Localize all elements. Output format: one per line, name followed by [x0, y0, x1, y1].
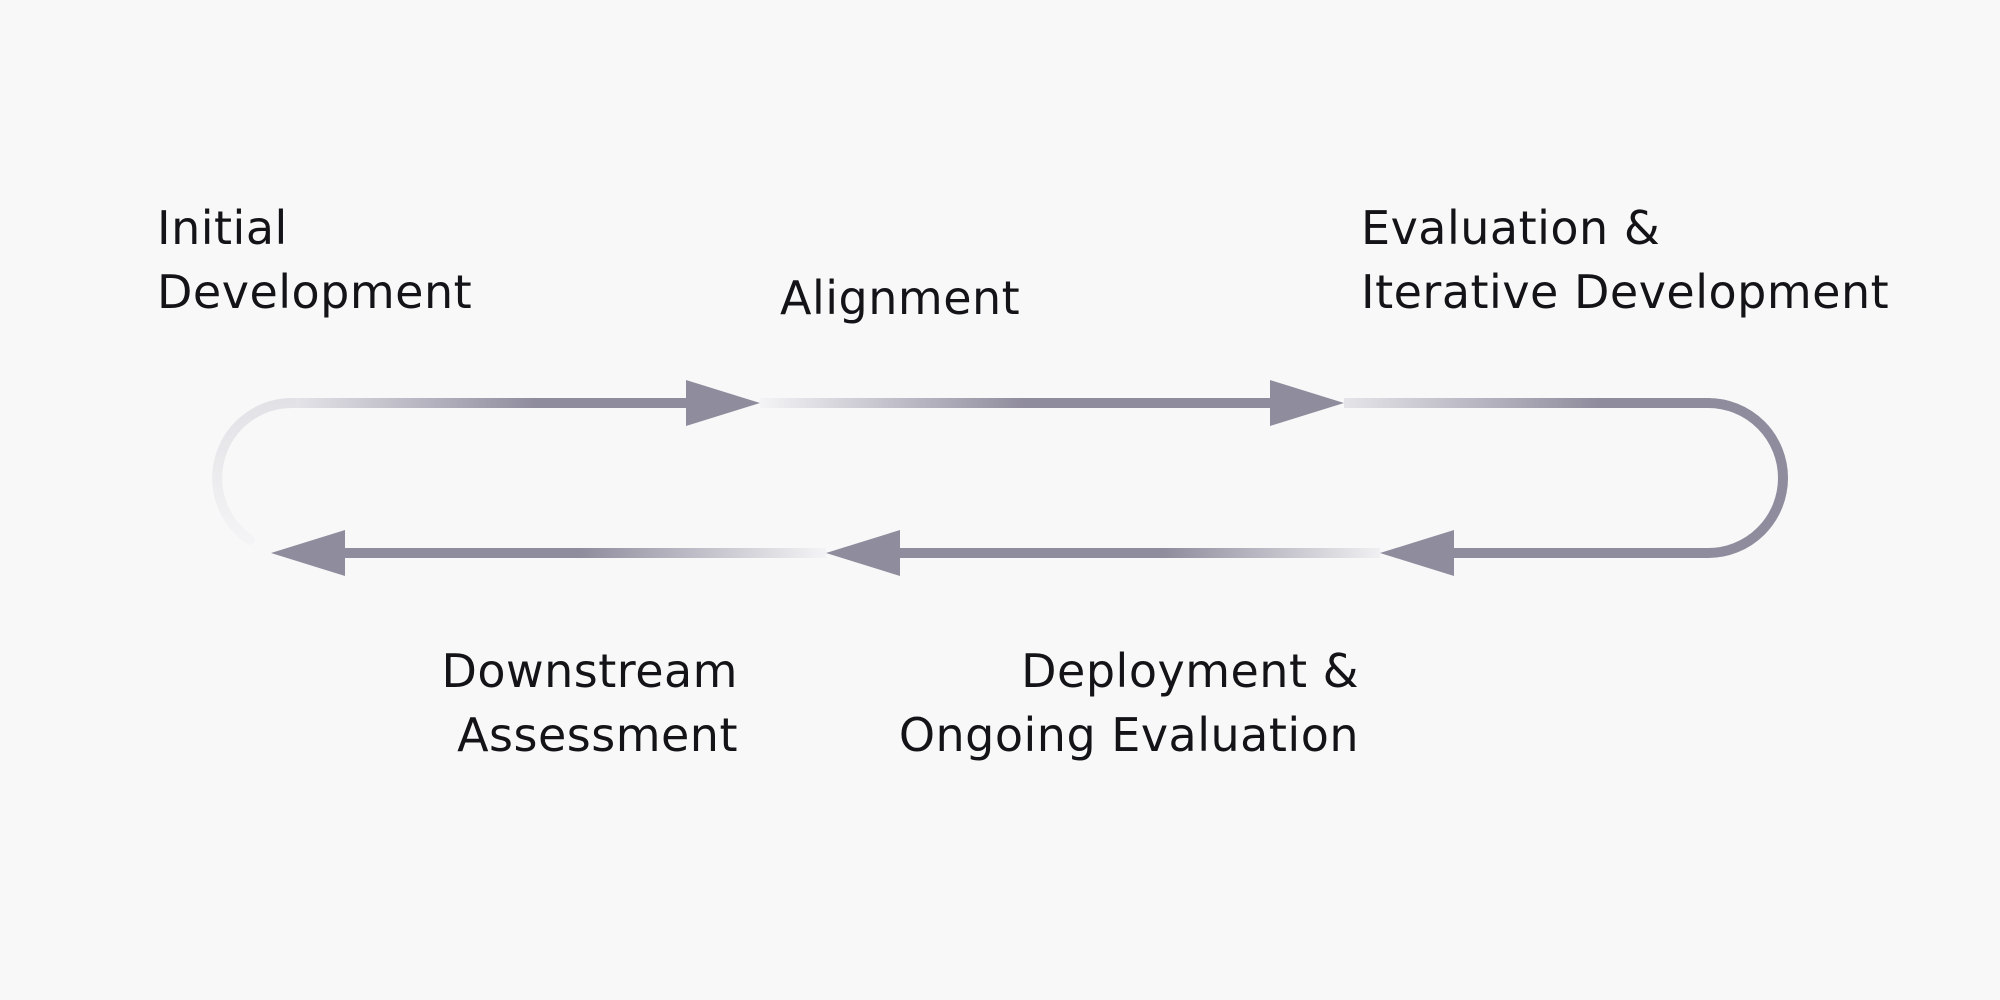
stage-alignment-line1: Alignment	[780, 271, 1021, 325]
stage-downstream-line1: Downstream	[441, 644, 738, 698]
stage-deployment-line1: Deployment &	[1021, 644, 1359, 698]
stage-initial-development-line1: Initial	[157, 201, 288, 255]
left-arc	[212, 398, 297, 545]
stage-downstream-assessment: Downstream Assessment	[441, 639, 738, 767]
arrowhead-left-1	[1380, 530, 1454, 576]
stage-alignment: Alignment	[780, 266, 1020, 330]
stage-deployment: Deployment & Ongoing Evaluation	[899, 639, 1359, 767]
arrowhead-right-1	[686, 380, 760, 426]
stage-evaluation-line2: Iterative Development	[1361, 265, 1890, 319]
stage-evaluation: Evaluation & Iterative Development	[1361, 196, 1889, 324]
stage-downstream-line2: Assessment	[457, 708, 738, 762]
right-arc	[1707, 398, 1788, 558]
stage-initial-development: Initial Development	[157, 196, 472, 324]
stage-initial-development-line2: Development	[157, 265, 473, 319]
stage-deployment-line2: Ongoing Evaluation	[898, 708, 1359, 762]
arrowhead-left-2	[826, 530, 900, 576]
arrowhead-left-3	[271, 530, 345, 576]
arrowhead-right-2	[1270, 380, 1344, 426]
stage-evaluation-line1: Evaluation &	[1361, 201, 1661, 255]
